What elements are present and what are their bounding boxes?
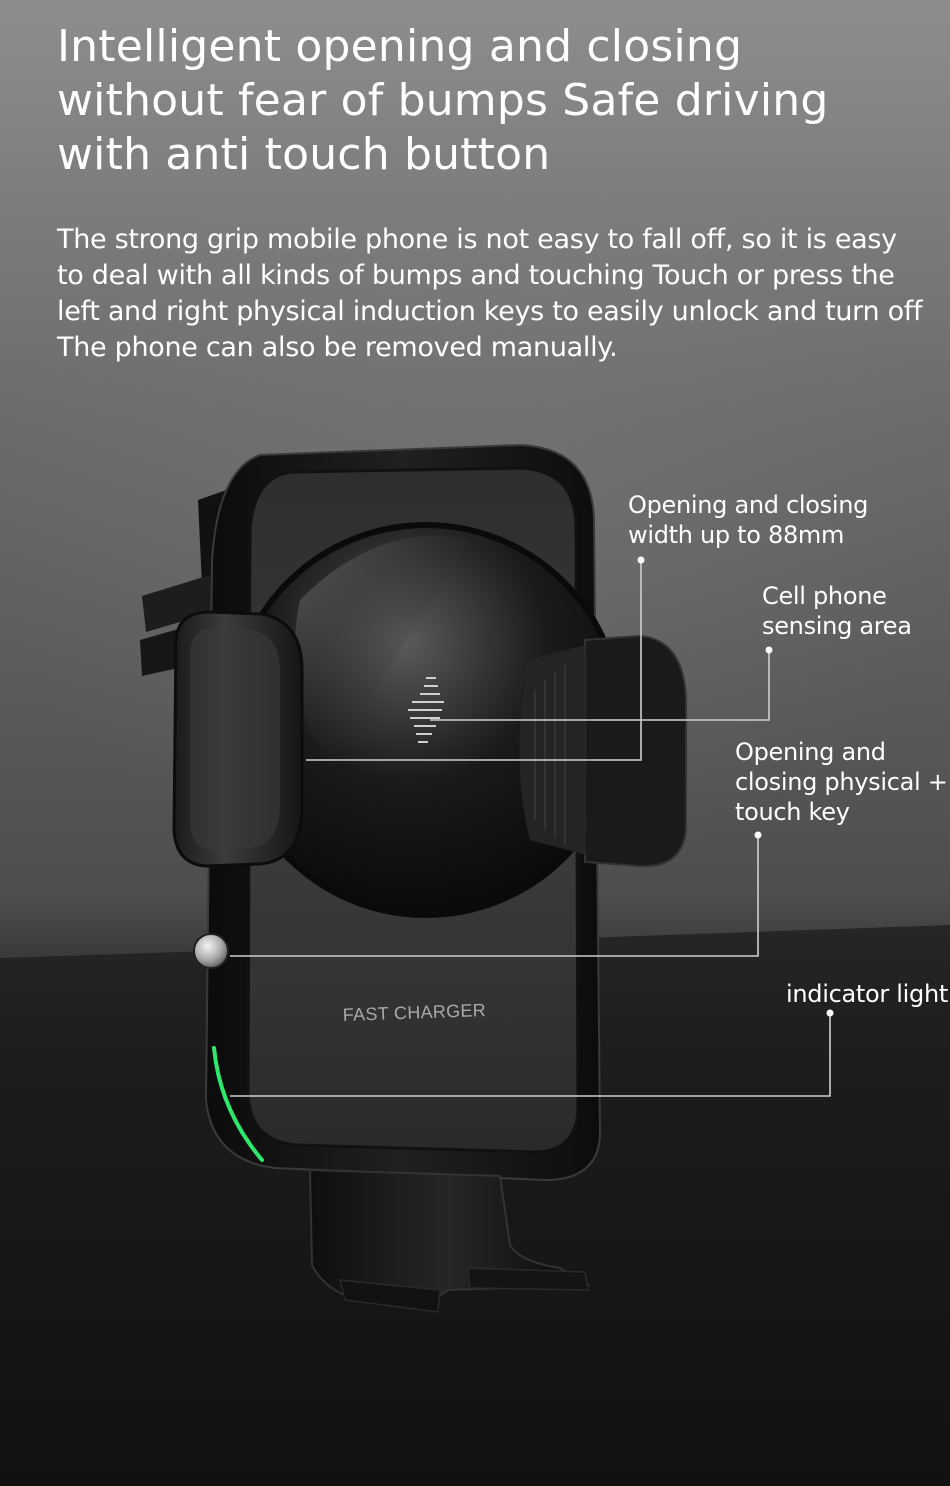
charging-bolt-icon	[408, 677, 444, 743]
callout-width: Opening and closing width up to 88mm	[628, 491, 869, 549]
leader-dot-sensing	[765, 646, 773, 654]
fast-charger-label: FAST CHARGER	[342, 1000, 486, 1025]
leader-dot-touch-key	[754, 831, 762, 839]
callout-touch-key: Opening and closing physical + touch key	[735, 738, 948, 826]
leader-dot-width	[637, 556, 645, 564]
leader-lines	[230, 560, 831, 1097]
description: The strong grip mobile phone is not easy…	[57, 224, 923, 363]
right-grip-arm	[519, 634, 687, 868]
touch-key-button	[193, 933, 229, 969]
leader-dot-indicator	[826, 1009, 834, 1017]
headline: Intelligent opening and closing without …	[57, 21, 829, 180]
leader-line-sensing	[430, 650, 770, 721]
leader-line-indicator	[230, 1013, 831, 1097]
leader-line-touch-key	[230, 835, 759, 957]
charging-disc	[228, 522, 624, 918]
leader-line-width	[306, 560, 642, 761]
leader-dots	[637, 556, 834, 1017]
left-grip-arm	[172, 610, 304, 868]
holder-stand	[308, 1168, 592, 1313]
callout-sensing-area: Cell phone sensing area	[762, 582, 912, 640]
callout-indicator-light: indicator light	[786, 980, 948, 1008]
indicator-light	[212, 1046, 264, 1162]
